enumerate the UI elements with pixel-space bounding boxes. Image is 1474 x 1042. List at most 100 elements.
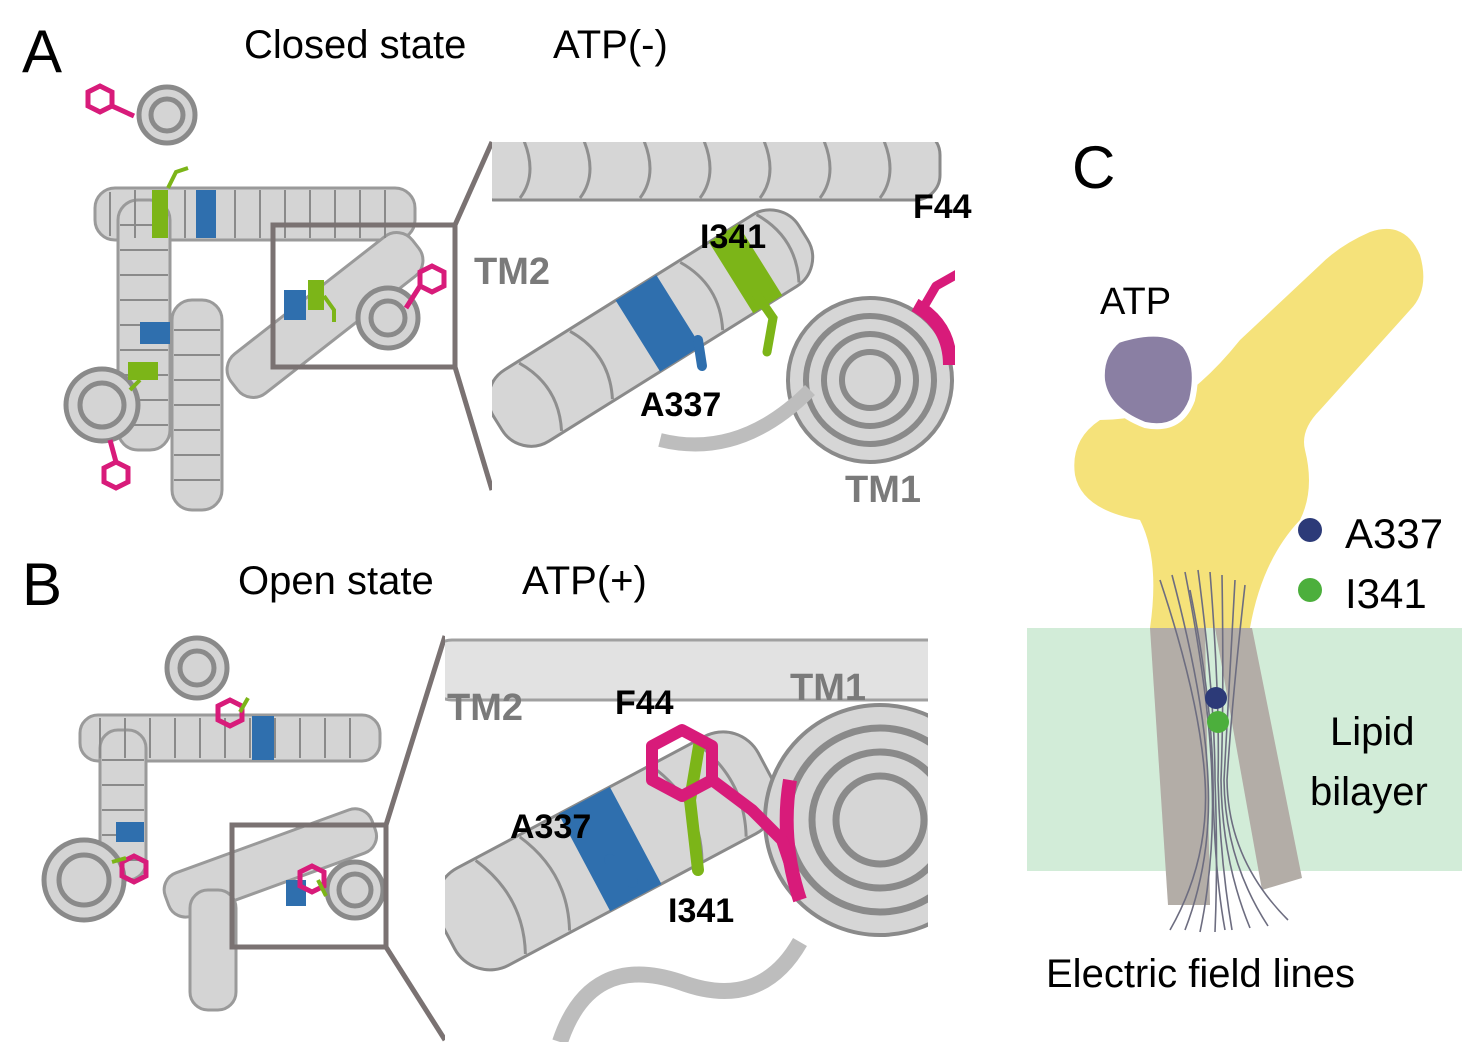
panel-b-title: Open state — [238, 559, 434, 603]
a337-patch — [252, 716, 274, 760]
panel-a-inset: TM2 TM1 I341 F44 A337 — [474, 142, 1012, 511]
inset-helix-turns — [518, 213, 801, 431]
inset-tm1-coil-ring — [832, 772, 928, 868]
inset-tm1-coil-ring — [803, 313, 937, 447]
inset-loop — [658, 385, 815, 452]
helix-end-view — [324, 859, 386, 921]
inset-f44-ring — [646, 724, 718, 802]
lipid-label: Lipid — [1330, 710, 1415, 754]
helix-end-view — [136, 84, 198, 146]
inset-tm1-coil-ring — [821, 331, 919, 429]
panel-b-zoom-connector-top — [383, 635, 448, 826]
inset-a337-patch — [615, 274, 701, 372]
panel-c: C ATP A337 I341 Lipid bilayer E — [1027, 134, 1462, 996]
inset-f44-ring — [968, 230, 1012, 280]
helix-end-view — [177, 648, 217, 688]
inset-tm1-coil — [763, 703, 928, 937]
i341-stick — [128, 378, 142, 392]
panel-b-f44-label: F44 — [615, 684, 674, 722]
panel-b-tm2-label: TM2 — [447, 687, 523, 729]
atp-binding-blob — [1098, 330, 1198, 430]
panel-b-letter: B — [22, 551, 62, 618]
inset-helix-turns — [474, 741, 748, 955]
panel-a-zoom-connector-bottom — [452, 366, 495, 491]
panel-a-title: Closed state — [244, 23, 466, 67]
panel-b: B Open state ATP(+) — [22, 551, 928, 1042]
panel-a-zoom-box — [270, 222, 458, 370]
i341-sidechains — [111, 697, 328, 897]
field-line — [1223, 579, 1269, 927]
panel-b-inset: TM2 TM1 F44 A337 I341 — [445, 636, 928, 1042]
f44-ring — [403, 263, 447, 310]
panel-c-caption: Electric field lines — [1046, 952, 1355, 996]
legend-i341-label: I341 — [1345, 570, 1427, 617]
i341-stick — [166, 166, 189, 189]
inset-f44-stick — [918, 270, 955, 313]
panel-b-zoom-connector-bottom — [383, 945, 448, 1042]
helix-turns — [99, 718, 351, 758]
a337-patch — [284, 290, 306, 320]
a337-patch — [196, 190, 216, 238]
panel-a-f44-label: F44 — [913, 188, 972, 226]
panel-b-tm1-label: TM1 — [790, 667, 866, 709]
panel-a: A Closed state ATP(-) — [22, 18, 1012, 512]
inset-tm1-coil-ring — [808, 748, 928, 892]
panel-c-atp-label: ATP — [1100, 281, 1171, 323]
helix-end-view — [63, 366, 141, 444]
helix-end-view — [148, 96, 186, 134]
a337-patch — [286, 880, 306, 906]
helix-end-view — [336, 871, 374, 909]
helix-end-view — [164, 635, 230, 701]
field-line — [1197, 569, 1218, 933]
helix-end-view — [368, 298, 408, 338]
field-line — [1226, 584, 1289, 921]
panel-a-a337-label: A337 — [640, 386, 721, 424]
i341-patch — [128, 362, 158, 380]
panel-b-a337-label: A337 — [510, 808, 591, 846]
inset-loop — [552, 937, 807, 1042]
panel-b-overview-structure — [41, 635, 386, 1012]
inset-helix-turns — [518, 142, 892, 199]
f44-ring — [119, 853, 149, 885]
i341-position-marker — [1207, 711, 1229, 733]
panel-a-letter: A — [22, 18, 62, 85]
inset-a337-stick — [693, 335, 707, 371]
field-line — [1189, 589, 1226, 931]
i341-sidechains — [128, 166, 336, 392]
panel-c-letter: C — [1072, 134, 1115, 201]
residue-patches — [128, 190, 324, 380]
inset-i341-stick — [750, 287, 778, 357]
i341-stick — [238, 697, 250, 713]
f44-ring — [297, 863, 327, 895]
inset-tm1-coil — [786, 296, 954, 464]
panel-a-atp-label: ATP(-) — [553, 23, 668, 67]
field-line — [1171, 574, 1210, 931]
inset-f44-stick — [708, 775, 798, 872]
inset-tm1-coil-ring — [839, 349, 901, 411]
legend-a337-label: A337 — [1345, 510, 1443, 557]
f44-ring — [101, 439, 131, 491]
f44-ring — [215, 697, 245, 729]
inset-background-ribbon — [445, 638, 928, 702]
panel-a-tm2-label: TM2 — [474, 251, 550, 293]
tm-segment-left — [1150, 628, 1210, 905]
field-line — [1184, 571, 1214, 933]
a337-patch — [116, 822, 144, 842]
field-line — [1159, 579, 1207, 931]
field-line — [1220, 574, 1251, 929]
field-line — [1209, 571, 1233, 931]
panel-a-zoom-connector-top — [452, 140, 495, 227]
bilayer-label: bilayer — [1310, 770, 1428, 814]
f44-sidechains — [119, 697, 327, 895]
tm-segment-right — [1215, 628, 1302, 890]
legend-i341-swatch — [1298, 578, 1322, 602]
legend-a337-swatch — [1298, 518, 1322, 542]
a337-position-marker — [1205, 687, 1227, 709]
inset-a337-stick — [604, 854, 638, 888]
panel-b-atp-label: ATP(+) — [522, 559, 647, 603]
panel-b-i341-label: I341 — [668, 892, 734, 930]
helix-end-view — [77, 380, 127, 430]
inset-i341-patch — [708, 224, 783, 314]
inset-i341-stick — [683, 734, 706, 876]
